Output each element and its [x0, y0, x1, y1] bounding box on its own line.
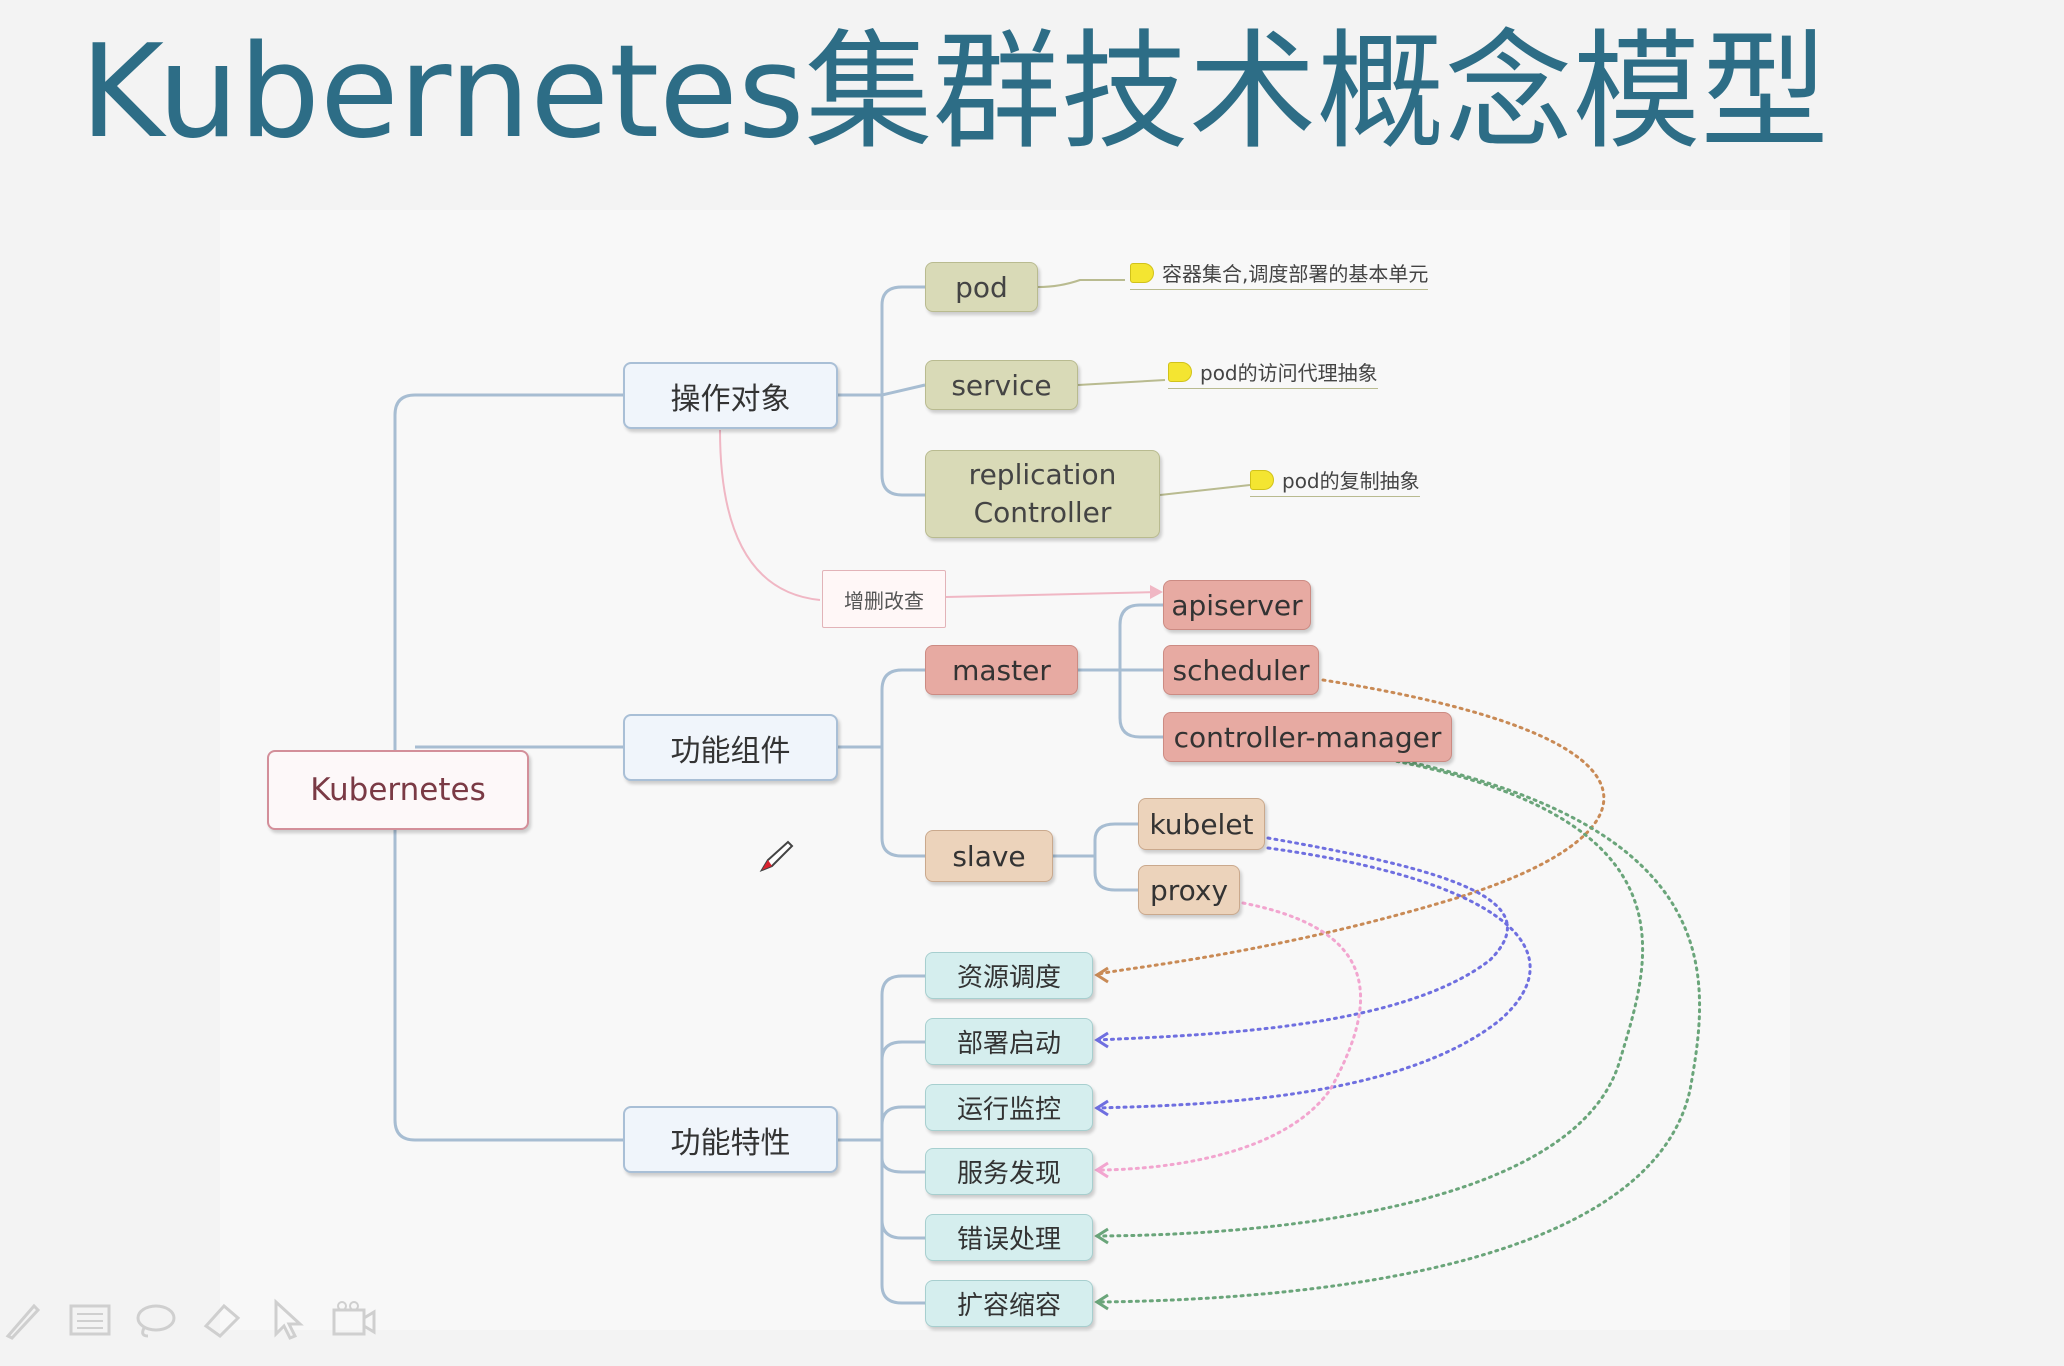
node-functional-features[interactable]: 功能特性: [623, 1106, 838, 1173]
node-crud[interactable]: 增删改查: [822, 570, 946, 628]
rc-line1: replication: [968, 458, 1117, 491]
node-master[interactable]: master: [925, 645, 1078, 695]
node-service[interactable]: service: [925, 360, 1078, 410]
note-service-text: pod的访问代理抽象: [1200, 361, 1378, 385]
camera-icon[interactable]: [330, 1296, 378, 1344]
note-rc: pod的复制抽象: [1250, 465, 1420, 497]
note-icon: [1168, 361, 1192, 382]
keyboard-icon[interactable]: [66, 1296, 114, 1344]
node-apiserver[interactable]: apiserver: [1163, 580, 1311, 630]
note-service: pod的访问代理抽象: [1168, 357, 1378, 389]
link-scheduler-resource: [1095, 678, 1606, 977]
slide-title: Kubernetes集群技术概念模型: [80, 18, 1829, 167]
note-pod: 容器集合,调度部署的基本单元: [1130, 258, 1429, 290]
node-scheduler[interactable]: scheduler: [1163, 645, 1319, 695]
node-scale[interactable]: 扩容缩容: [925, 1280, 1093, 1327]
pen-icon[interactable]: [0, 1296, 48, 1344]
link-cm-scale: [1095, 758, 1702, 1304]
node-functional-components[interactable]: 功能组件: [623, 714, 838, 781]
eraser-icon[interactable]: [198, 1296, 246, 1344]
pen-cursor-icon: [759, 840, 794, 873]
node-resource-scheduling[interactable]: 资源调度: [925, 952, 1093, 999]
link-root-objects: [393, 393, 623, 792]
node-proxy[interactable]: proxy: [1138, 865, 1240, 915]
node-slave[interactable]: slave: [925, 830, 1053, 882]
node-deploy-start[interactable]: 部署启动: [925, 1018, 1093, 1065]
link-kubelet-monitor: [1095, 846, 1532, 1110]
annotation-toolbar: [0, 1290, 400, 1350]
node-service-discovery[interactable]: 服务发现: [925, 1148, 1093, 1195]
node-runtime-monitoring[interactable]: 运行监控: [925, 1084, 1093, 1131]
rc-line2: Controller: [973, 496, 1112, 529]
note-icon: [1130, 262, 1154, 283]
node-pod[interactable]: pod: [925, 262, 1038, 312]
pointer-icon[interactable]: [264, 1296, 312, 1344]
link-proxy-discovery: [1095, 901, 1363, 1172]
node-kubernetes[interactable]: Kubernetes: [267, 750, 529, 830]
node-operation-objects[interactable]: 操作对象: [623, 362, 838, 429]
note-pod-text: 容器集合,调度部署的基本单元: [1162, 262, 1429, 286]
link-cm-error: [1095, 758, 1645, 1238]
lasso-icon[interactable]: [132, 1296, 180, 1344]
link-root-features: [393, 830, 623, 1142]
note-icon: [1250, 469, 1274, 490]
node-error-handling[interactable]: 错误处理: [925, 1214, 1093, 1261]
node-kubelet[interactable]: kubelet: [1138, 798, 1265, 850]
node-replication-controller[interactable]: replication Controller: [925, 450, 1160, 538]
link-kubelet-deploy: [1095, 836, 1509, 1042]
node-controller-manager[interactable]: controller-manager: [1163, 712, 1452, 762]
note-rc-text: pod的复制抽象: [1282, 469, 1420, 493]
